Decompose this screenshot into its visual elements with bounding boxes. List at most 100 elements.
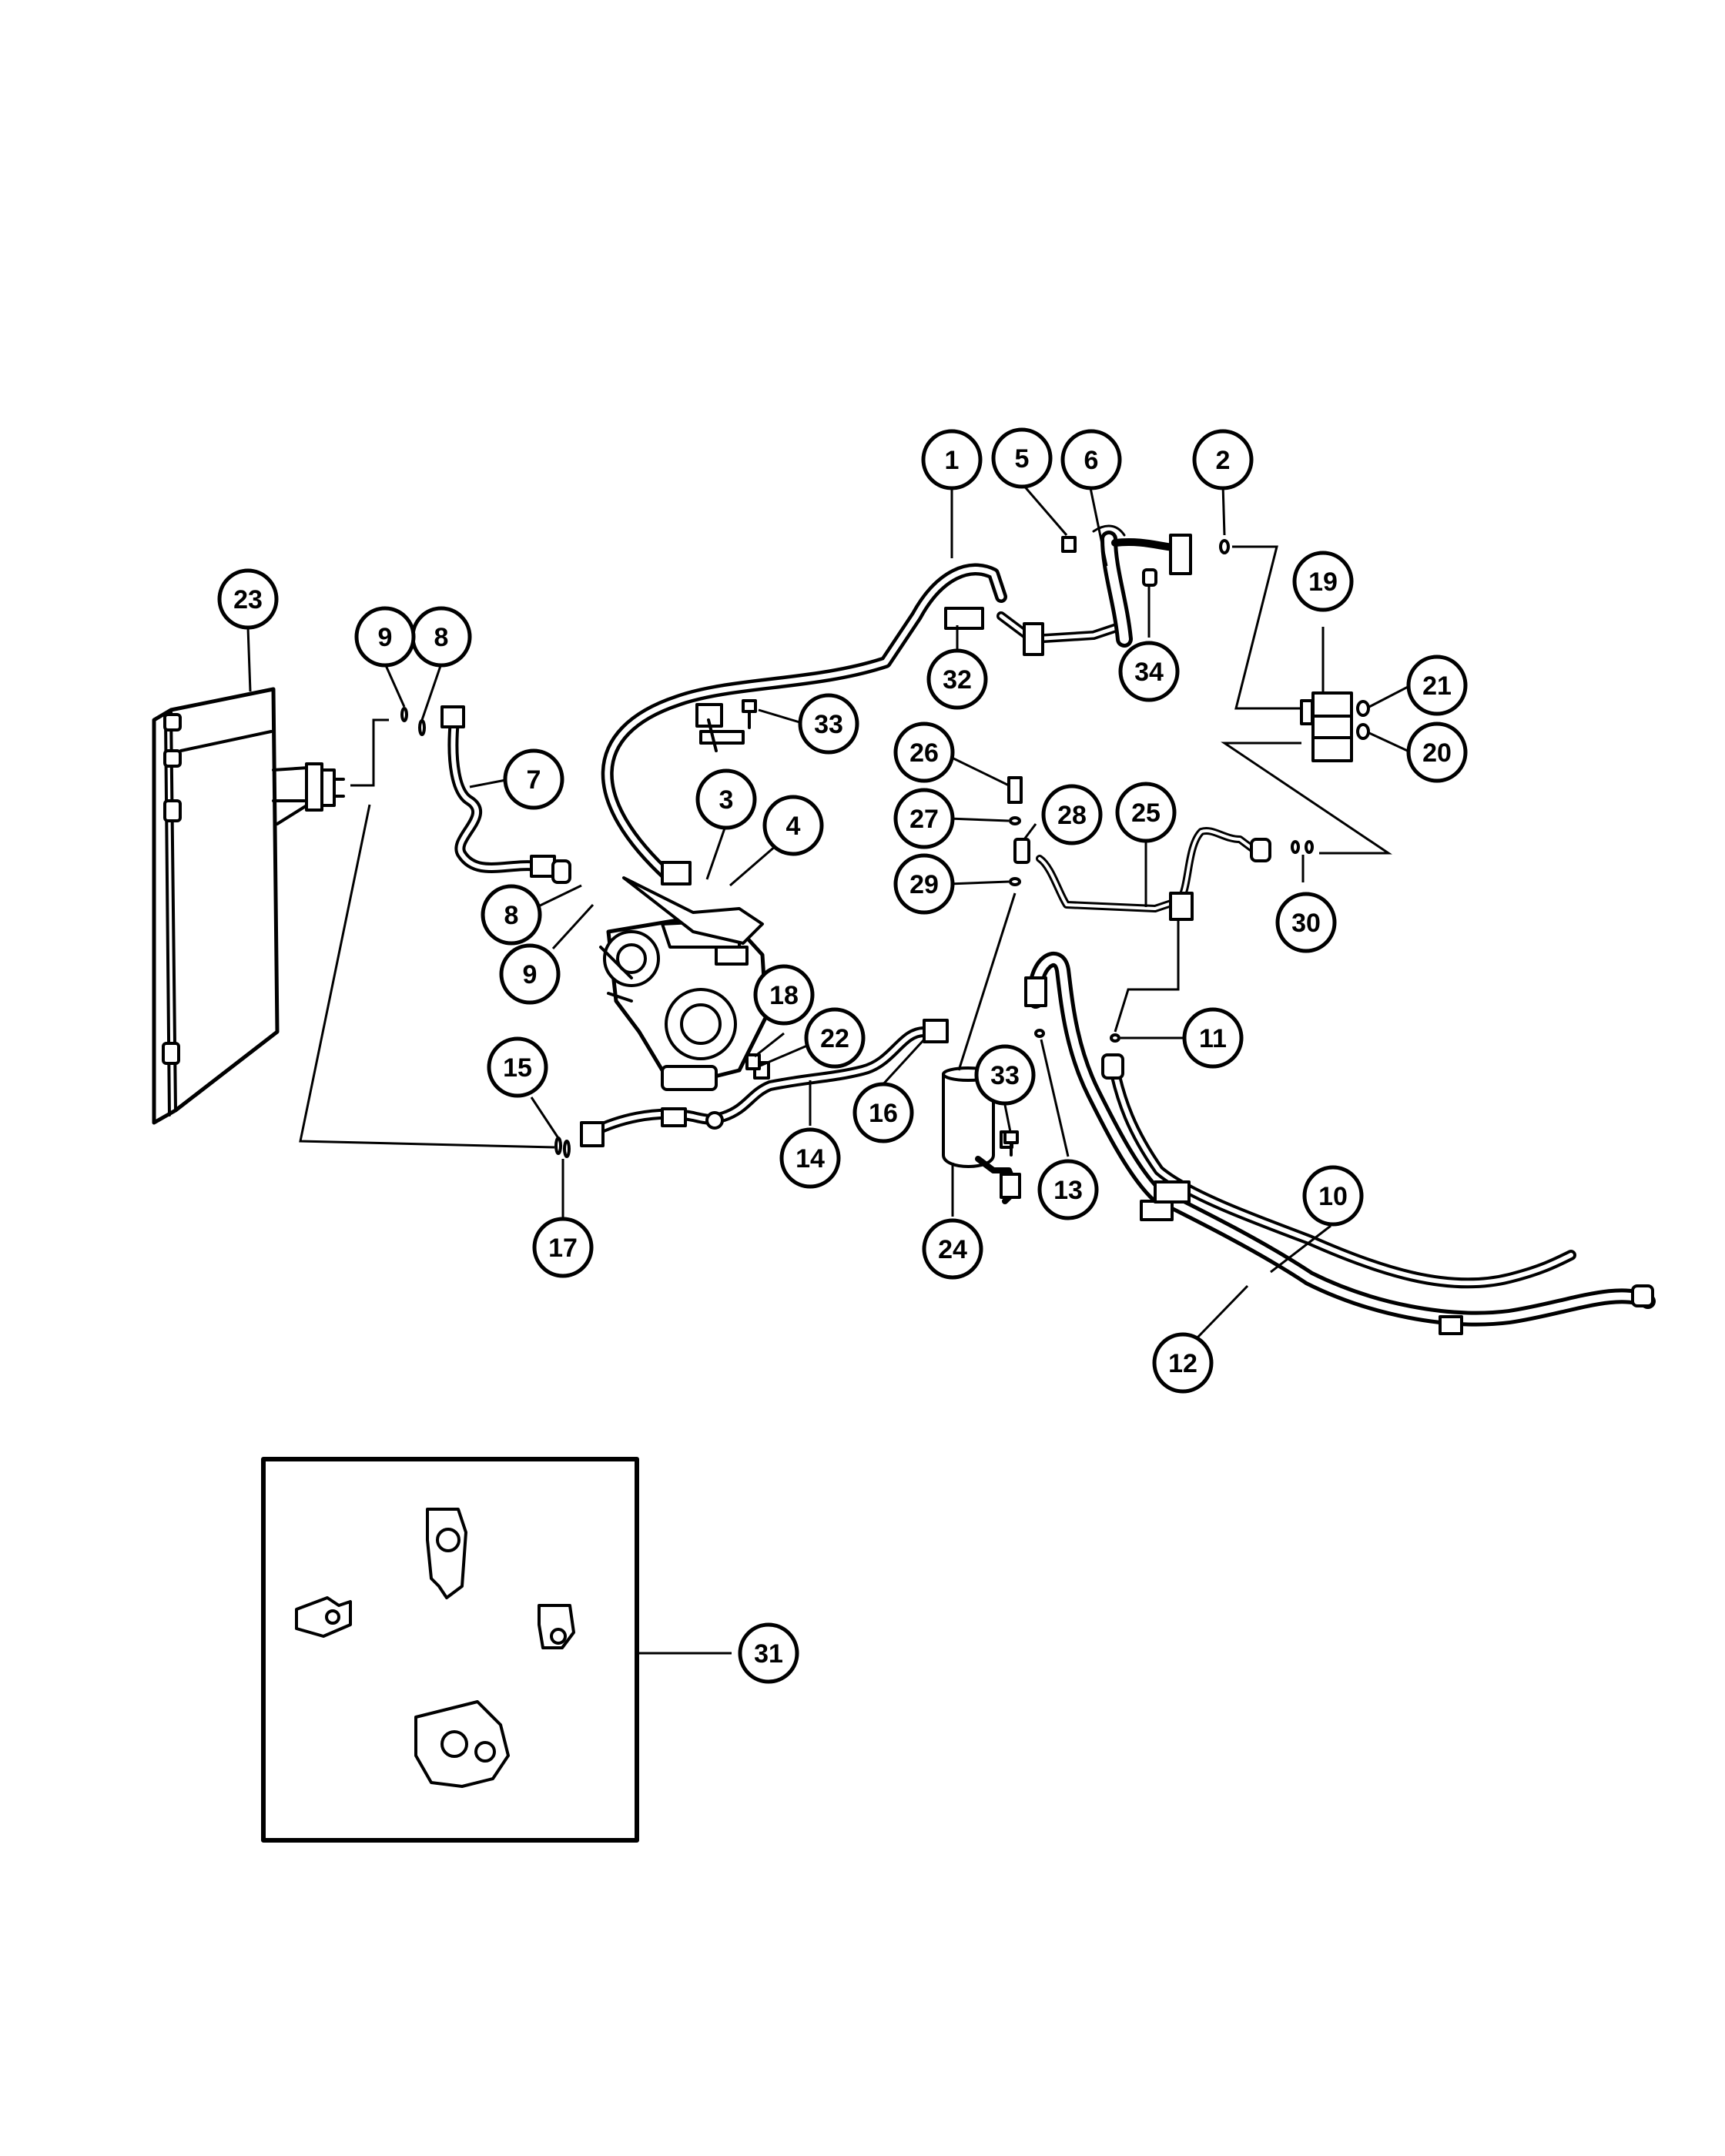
callout-label: 7 bbox=[527, 765, 541, 795]
callout-label: 17 bbox=[548, 1234, 578, 1263]
callout-circle bbox=[1292, 551, 1354, 612]
callout-label: 16 bbox=[869, 1099, 898, 1128]
pressure-switch-28 bbox=[1013, 838, 1030, 864]
bolt-upper bbox=[742, 699, 757, 729]
o-ring-11 bbox=[1110, 1033, 1120, 1043]
callout-circle bbox=[852, 1082, 914, 1143]
callout-label: 28 bbox=[1057, 801, 1087, 830]
callout-circle bbox=[922, 1218, 983, 1280]
callout-label: 18 bbox=[769, 981, 799, 1010]
callout-circle bbox=[695, 768, 757, 830]
bolt-lower bbox=[1003, 1130, 1019, 1157]
callout-20: 20 bbox=[1406, 721, 1468, 783]
callout-label: 6 bbox=[1084, 446, 1099, 475]
liquid-line bbox=[580, 1019, 949, 1147]
callout-label: 34 bbox=[1134, 658, 1164, 687]
callout-circle bbox=[779, 1127, 841, 1189]
callout-circle bbox=[1182, 1007, 1244, 1069]
condenser bbox=[152, 687, 345, 1125]
callout-4: 4 bbox=[762, 795, 824, 856]
callout-label: 33 bbox=[990, 1061, 1020, 1090]
callout-label: 9 bbox=[378, 623, 393, 652]
callout-label: 25 bbox=[1131, 798, 1161, 828]
callout-12: 12 bbox=[1152, 1332, 1214, 1394]
hose-bracket bbox=[699, 718, 745, 752]
callout-circle bbox=[893, 721, 955, 783]
callout-22: 22 bbox=[804, 1007, 866, 1069]
rear-liquid-hose bbox=[1101, 1053, 1654, 1335]
callout-label: 13 bbox=[1053, 1176, 1083, 1205]
callout-circle bbox=[893, 788, 955, 849]
o-ring-29 bbox=[1009, 877, 1021, 886]
callout-label: 8 bbox=[434, 623, 449, 652]
callout-circle bbox=[738, 1622, 799, 1684]
callout-33: 33 bbox=[974, 1044, 1036, 1106]
callout-23: 23 bbox=[217, 568, 279, 630]
callout-label: 14 bbox=[796, 1144, 825, 1173]
callout-16: 16 bbox=[852, 1082, 914, 1143]
callout-9: 9 bbox=[499, 943, 561, 1005]
callout-label: 29 bbox=[909, 870, 939, 899]
callout-21: 21 bbox=[1406, 654, 1468, 716]
expansion-valve bbox=[1300, 691, 1370, 762]
callout-circle bbox=[926, 648, 988, 710]
callout-circle bbox=[753, 964, 815, 1026]
callout-circle bbox=[217, 568, 279, 630]
callout-label: 3 bbox=[719, 785, 734, 815]
callout-label: 5 bbox=[1015, 444, 1030, 474]
callout-label: 21 bbox=[1422, 671, 1452, 701]
discharge-line bbox=[440, 705, 571, 884]
callout-label: 31 bbox=[754, 1639, 783, 1669]
callout-circle bbox=[499, 943, 561, 1005]
callout-26: 26 bbox=[893, 721, 955, 783]
o-ring-27 bbox=[1009, 816, 1021, 825]
callout-circle bbox=[921, 429, 983, 490]
sensor-tube bbox=[1036, 827, 1271, 921]
callout-label: 9 bbox=[523, 960, 538, 989]
callout-2: 2 bbox=[1192, 429, 1254, 490]
callout-circle bbox=[804, 1007, 866, 1069]
callout-circle bbox=[762, 795, 824, 856]
callout-circle bbox=[487, 1036, 548, 1098]
callout-circle bbox=[1275, 892, 1337, 953]
callout-1: 1 bbox=[921, 429, 983, 490]
nut-5 bbox=[1061, 536, 1077, 553]
pressure-switch-26 bbox=[1007, 776, 1023, 804]
callout-label: 4 bbox=[786, 812, 801, 841]
callout-label: 15 bbox=[503, 1053, 532, 1083]
pressure-relief-line-4 bbox=[622, 876, 764, 945]
callout-circle bbox=[1192, 429, 1254, 490]
callout-6: 6 bbox=[1060, 429, 1122, 490]
callout-label: 30 bbox=[1291, 909, 1321, 938]
callout-label: 20 bbox=[1422, 738, 1452, 768]
callout-27: 27 bbox=[893, 788, 955, 849]
nut-34 bbox=[1142, 568, 1157, 587]
o-rings-30 bbox=[1291, 840, 1314, 854]
callout-15: 15 bbox=[487, 1036, 548, 1098]
callout-circle bbox=[893, 853, 955, 915]
callout-14: 14 bbox=[779, 1127, 841, 1189]
callout-circle bbox=[1060, 429, 1122, 490]
callout-9: 9 bbox=[354, 606, 416, 668]
callout-circle bbox=[481, 884, 542, 946]
o-ring-9-upper bbox=[400, 707, 408, 722]
callout-8: 8 bbox=[410, 606, 472, 668]
callout-25: 25 bbox=[1115, 782, 1177, 843]
callout-circle bbox=[503, 748, 564, 810]
callout-circle bbox=[532, 1217, 594, 1278]
o-ring-18 bbox=[745, 1053, 761, 1070]
callout-33: 33 bbox=[798, 693, 859, 755]
callout-label: 32 bbox=[943, 665, 972, 695]
callout-circle bbox=[1041, 784, 1103, 845]
callout-19: 19 bbox=[1292, 551, 1354, 612]
callout-label: 27 bbox=[909, 805, 939, 834]
callout-label: 1 bbox=[945, 446, 960, 475]
callout-circle bbox=[798, 693, 859, 755]
callout-29: 29 bbox=[893, 853, 955, 915]
callout-label: 2 bbox=[1216, 446, 1231, 475]
o-ring-8-upper bbox=[418, 719, 426, 736]
callout-18: 18 bbox=[753, 964, 815, 1026]
callout-10: 10 bbox=[1302, 1165, 1364, 1227]
callout-label: 10 bbox=[1318, 1182, 1348, 1211]
